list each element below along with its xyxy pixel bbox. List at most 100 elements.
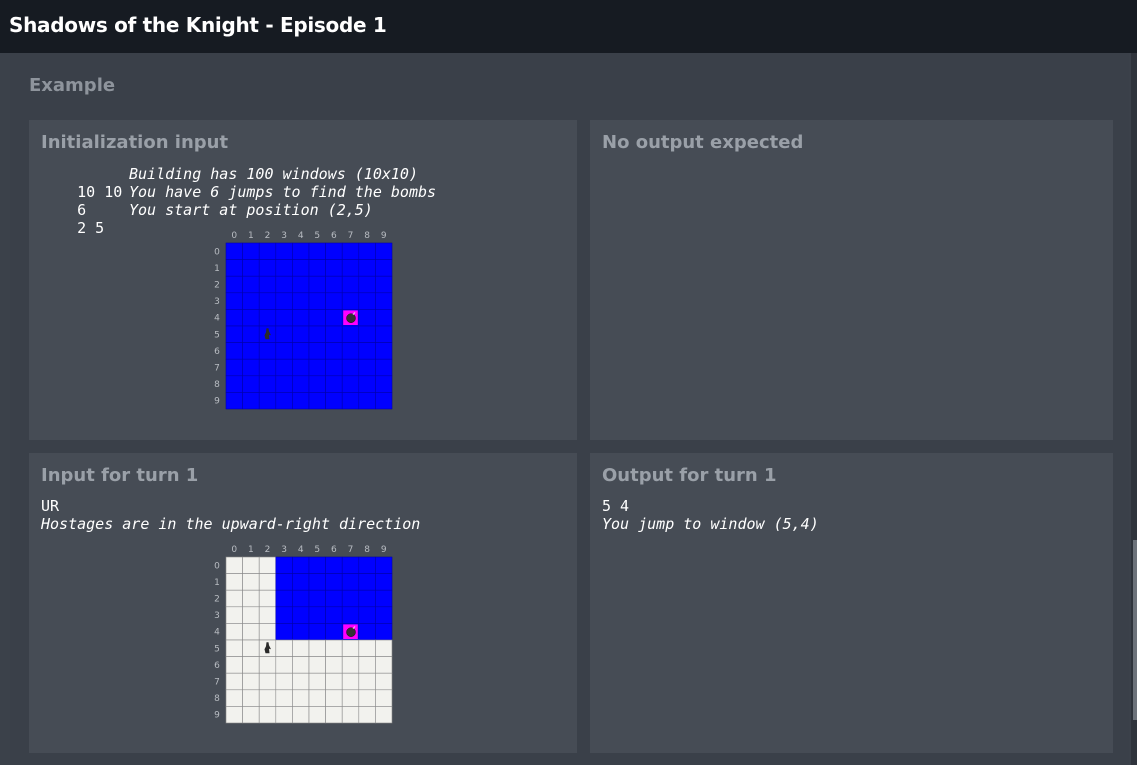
turn-output-panel: Output for turn 1 5 4 You jump to window… bbox=[590, 453, 1113, 753]
grid1-window-cell bbox=[341, 259, 360, 277]
grid2-window-cell bbox=[292, 689, 310, 707]
grid1-window-cell bbox=[275, 375, 293, 393]
grid2-window-cell bbox=[375, 639, 393, 657]
scrollbar-thumb[interactable] bbox=[1133, 540, 1137, 720]
grid1-window-cell bbox=[292, 342, 310, 360]
grid1-window-cell bbox=[242, 342, 260, 360]
grid2-window-cell bbox=[341, 606, 360, 624]
grid2-window-cell bbox=[358, 573, 376, 591]
grid2-window-cell bbox=[325, 706, 343, 724]
grid1-window-cell bbox=[308, 259, 326, 277]
grid1-window-cell bbox=[341, 242, 360, 260]
grid2-window-cell bbox=[225, 706, 243, 724]
grid2-window-cell bbox=[258, 556, 277, 574]
grid2-window-cell bbox=[258, 589, 277, 608]
grid2-window-cell bbox=[292, 606, 310, 624]
grid2-window-cell bbox=[375, 606, 393, 624]
grid1-window-cell bbox=[242, 325, 260, 343]
grid2-window-cell bbox=[325, 639, 343, 657]
grid1-col-label: 8 bbox=[364, 231, 370, 241]
grid2-window-cell bbox=[325, 589, 343, 608]
grid1-window-cell bbox=[258, 392, 277, 410]
grid2-window-cell bbox=[358, 606, 376, 624]
grid1-window-cell bbox=[325, 392, 343, 410]
grid2-window-cell bbox=[225, 606, 243, 624]
grid1-window-cell bbox=[275, 392, 293, 410]
grid2-window-cell bbox=[275, 706, 293, 724]
grid2-row-label: 4 bbox=[214, 628, 220, 638]
grid1-window-cell bbox=[375, 358, 393, 377]
bomb-icon bbox=[346, 313, 356, 323]
grid2-window-cell bbox=[375, 689, 393, 707]
knight-icon bbox=[264, 328, 271, 340]
init-line-2-comment: You have 6 jumps to find the bombs bbox=[129, 183, 437, 201]
grid1-window-cell bbox=[308, 392, 326, 410]
grid2-col-label: 9 bbox=[381, 545, 387, 555]
grid1-window-cell bbox=[292, 392, 310, 410]
grid1-row-label: 8 bbox=[214, 380, 220, 390]
grid1-window-cell bbox=[275, 242, 293, 260]
grid1-window-cell bbox=[358, 375, 376, 393]
grid2-window-cell bbox=[275, 689, 293, 707]
grid1-window-cell bbox=[341, 292, 360, 310]
grid2-col-label: 4 bbox=[298, 545, 304, 555]
grid2-window-cell bbox=[358, 623, 376, 641]
grid1-window-cell bbox=[292, 375, 310, 393]
init-line-2-value: 6 bbox=[77, 201, 87, 219]
grid1-window-cell bbox=[325, 375, 343, 393]
grid1-col-label: 6 bbox=[331, 231, 337, 241]
grid1-window-cell bbox=[325, 325, 343, 343]
grid2-window-cell bbox=[225, 672, 243, 691]
grid1-window-cell bbox=[242, 375, 260, 393]
turn-output-title: Output for turn 1 bbox=[602, 465, 777, 486]
grid2-window-cell bbox=[325, 689, 343, 707]
init-line-1-comment: Building has 100 windows (10x10) bbox=[129, 165, 418, 183]
grid1-window-cell bbox=[225, 275, 243, 294]
grid2-window-cell bbox=[325, 556, 343, 574]
grid2-window-cell bbox=[275, 656, 293, 674]
grid2-row-label: 1 bbox=[214, 578, 220, 588]
grid1-window-cell bbox=[258, 275, 277, 294]
grid1-window-cell bbox=[292, 275, 310, 294]
grid1-window-cell bbox=[292, 292, 310, 310]
grid2-window-cell bbox=[292, 639, 310, 657]
grid1-window-cell bbox=[275, 342, 293, 360]
title-bar: Shadows of the Knight - Episode 1 bbox=[0, 0, 1137, 53]
grid1-window-cell bbox=[225, 392, 243, 410]
grid2-window-cell bbox=[308, 556, 326, 574]
grid2-window-cell bbox=[358, 706, 376, 724]
grid2-window-cell bbox=[308, 672, 326, 691]
grid1-window-cell bbox=[308, 275, 326, 294]
scrollbar-track[interactable] bbox=[1131, 53, 1137, 765]
turn-input-panel: Input for turn 1 UR Hostages are in the … bbox=[29, 453, 577, 753]
grid1-row-label: 9 bbox=[214, 397, 220, 407]
grid1-window-cell bbox=[308, 309, 326, 327]
grid1-row-label: 6 bbox=[214, 347, 220, 357]
grid1-window-cell bbox=[308, 375, 326, 393]
grid2-window-cell bbox=[225, 656, 243, 674]
grid1-window-cell bbox=[358, 342, 376, 360]
grid2-window-cell bbox=[242, 639, 260, 657]
grid2-col-label: 8 bbox=[364, 545, 370, 555]
grid2-window-cell bbox=[242, 672, 260, 691]
grid1-window-cell bbox=[358, 275, 376, 294]
grid2-window-cell bbox=[292, 573, 310, 591]
grid1-window-cell bbox=[358, 242, 376, 260]
grid1-row-label: 1 bbox=[214, 264, 220, 274]
grid2-row-label: 0 bbox=[214, 561, 220, 571]
grid1-window-cell bbox=[308, 325, 326, 343]
grid1-window-cell bbox=[375, 259, 393, 277]
grid1-window-cell bbox=[358, 309, 376, 327]
turn-input-title: Input for turn 1 bbox=[41, 465, 199, 486]
grid1-row-label: 7 bbox=[214, 364, 220, 374]
grid1-window-cell bbox=[258, 242, 277, 260]
grid1-window-cell bbox=[375, 275, 393, 294]
section-title: Example bbox=[29, 75, 116, 96]
grid1-window-cell bbox=[308, 292, 326, 310]
grid1-row-label: 0 bbox=[214, 247, 220, 257]
grid2-col-label: 0 bbox=[231, 545, 237, 555]
grid2-window-cell bbox=[325, 606, 343, 624]
grid2-window-cell bbox=[308, 689, 326, 707]
grid2-window-cell bbox=[358, 639, 376, 657]
